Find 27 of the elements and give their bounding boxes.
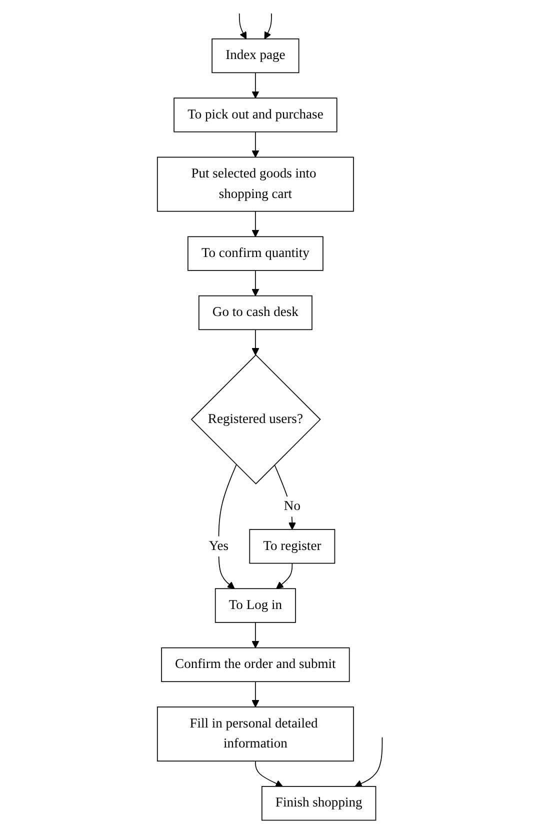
node-box: To confirm quantity	[188, 236, 324, 271]
arrow	[252, 681, 260, 708]
node-box: Confirm the order and submit	[161, 647, 350, 682]
arrow	[218, 464, 237, 589]
node-box: Go to cash desk	[198, 295, 312, 330]
node-box: To Log in	[214, 588, 296, 623]
node-diamond: Registered users?	[190, 354, 321, 484]
arrow	[354, 736, 383, 787]
arrow	[252, 329, 260, 356]
arrow	[276, 562, 293, 589]
node-box: To pick out and purchase	[174, 98, 338, 132]
arrow	[264, 13, 272, 40]
arrow	[252, 72, 260, 98]
edge-label: No	[284, 499, 300, 514]
node-box: Fill in personal detailed information	[156, 706, 354, 762]
node-box: Index page	[212, 38, 300, 74]
node-box: Put selected goods into shopping cart	[156, 156, 354, 212]
arrow	[252, 270, 260, 296]
arrow	[274, 464, 296, 530]
edge-label: Yes	[208, 538, 229, 554]
arrow	[252, 622, 260, 648]
arrow	[255, 760, 283, 787]
node-box: Finish shopping	[261, 786, 376, 821]
arrow	[238, 13, 247, 40]
node-box: To register	[249, 529, 336, 564]
arrow	[252, 131, 260, 158]
arrow	[252, 210, 260, 237]
